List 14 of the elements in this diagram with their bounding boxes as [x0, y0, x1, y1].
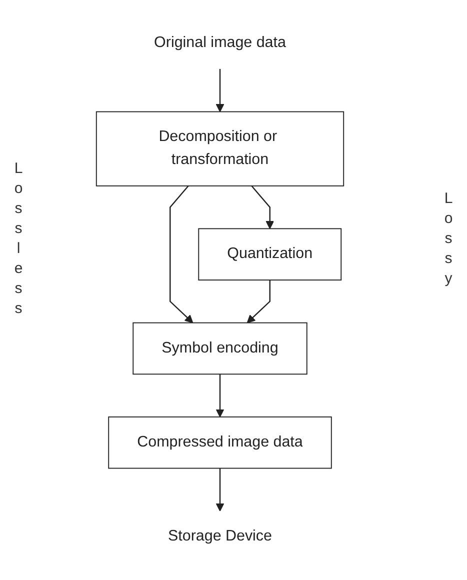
arrow — [170, 186, 194, 324]
node-text: Original image data — [154, 34, 286, 51]
arrow — [246, 280, 270, 324]
arrow — [216, 68, 224, 112]
node-text: Storage Device — [168, 528, 272, 544]
arrow — [251, 186, 274, 230]
node-box: Symbol encoding — [132, 322, 308, 375]
node-box: Decomposition or transformation — [96, 111, 344, 186]
node-box: Compressed image data — [108, 416, 332, 469]
arrow — [216, 374, 224, 418]
side-label: Lossy — [440, 190, 457, 290]
side-label: Lossless — [10, 160, 27, 320]
arrow — [216, 468, 224, 512]
node-box: Quantization — [198, 228, 342, 280]
